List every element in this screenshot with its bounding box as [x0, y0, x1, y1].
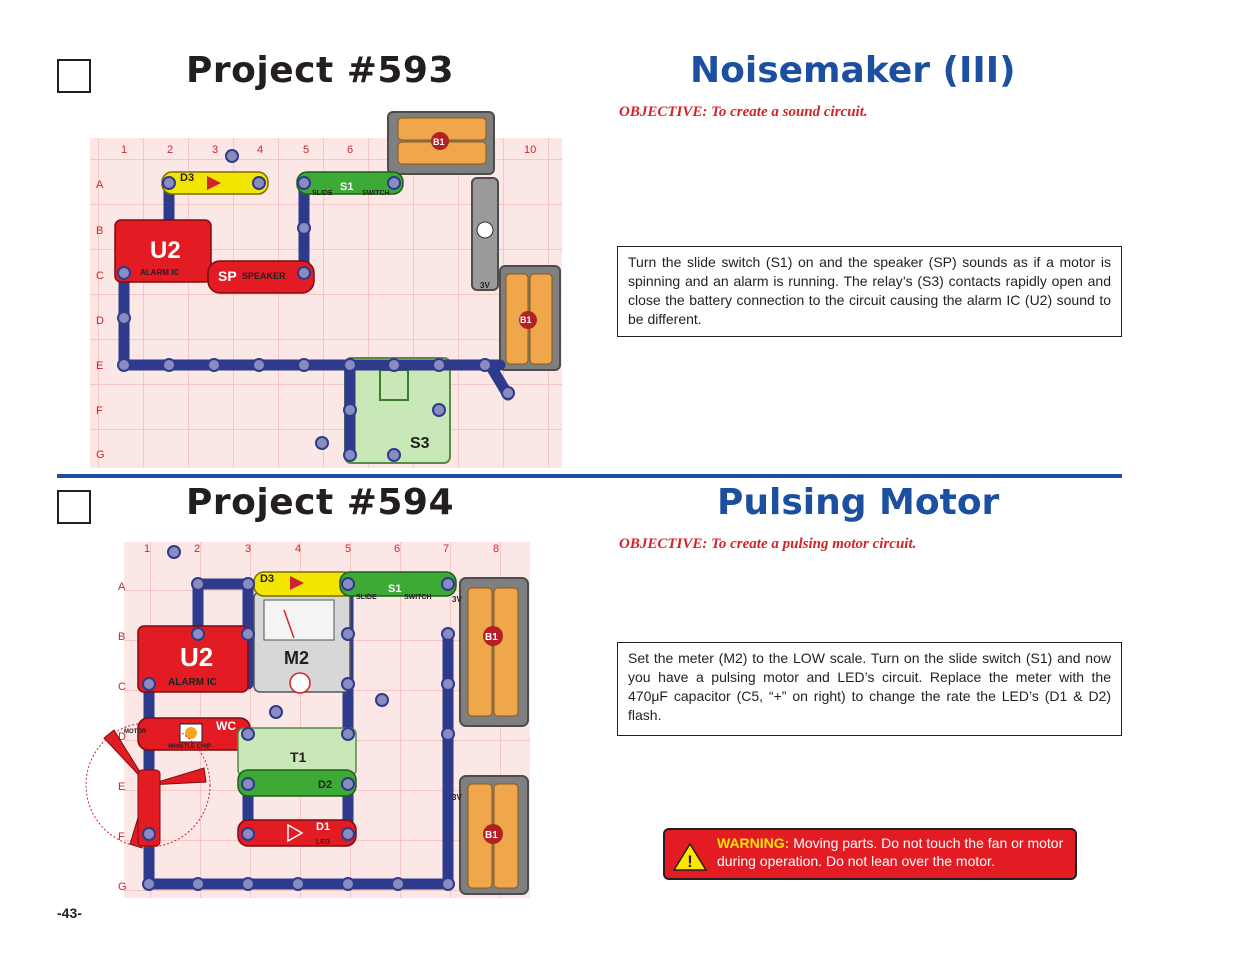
v3-lower-label: 3V — [452, 793, 462, 802]
slide-switch-s1 — [339, 571, 457, 597]
row-label: G — [96, 449, 105, 461]
project-593-objective: OBJECTIVE: To create a sound circuit. — [619, 104, 868, 120]
b1-top-label: B1 — [433, 137, 445, 147]
speaker-sp — [207, 260, 315, 294]
row-label: D — [96, 315, 104, 327]
led-d1 — [237, 819, 357, 847]
section-divider — [57, 474, 1122, 478]
row-label: B — [118, 631, 125, 643]
project-594-name: Pulsing Motor — [717, 482, 1000, 523]
speaker-label: SPEAKER — [242, 271, 286, 281]
d1-label: D1 — [316, 821, 330, 833]
motor-fan-outline — [85, 722, 211, 848]
row-label: A — [96, 179, 104, 191]
row-label: C — [96, 270, 104, 282]
col-label: 5 — [303, 144, 309, 156]
row-label: F — [118, 831, 125, 843]
project-593-circuit-diagram: 1 2 3 4 5 6 7 8 9 10 A B C D E F G — [90, 111, 562, 468]
col-label: 2 — [194, 543, 200, 555]
project-594-objective: OBJECTIVE: To create a pulsing motor cir… — [619, 536, 917, 552]
v3-label: 3V — [480, 281, 490, 290]
t1-label: T1 — [290, 749, 307, 765]
v3-upper-label: 3V — [452, 595, 462, 604]
warning-box: ! WARNING: Moving parts. Do not touch th… — [663, 828, 1077, 880]
led-d2 — [237, 769, 357, 797]
switch-label: SWITCH — [362, 190, 390, 197]
col-label: 10 — [524, 144, 536, 156]
d3-label: D3 — [260, 573, 274, 585]
s3-label: S3 — [410, 435, 430, 452]
warning-triangle-icon: ! — [673, 842, 707, 871]
row-label: E — [96, 360, 103, 372]
col-label: 1 — [144, 543, 150, 555]
b1-lower-label: B1 — [485, 830, 498, 841]
project-594-circuit-diagram: 1 2 3 4 5 6 7 8 A B C D E F G — [85, 542, 530, 898]
slide-label: SLIDE — [312, 190, 333, 197]
col-label: 6 — [347, 144, 353, 156]
row-label: G — [118, 881, 127, 893]
row-label: A — [118, 581, 126, 593]
u2-label: U2 — [180, 642, 213, 672]
alarm-ic-u2 — [137, 625, 249, 693]
project-593-title: Project #593 — [186, 50, 455, 91]
project-593-description: Turn the slide switch (S1) on and the sp… — [617, 246, 1122, 337]
wc-label: WC — [216, 719, 236, 733]
motor-body — [137, 769, 161, 847]
warning-symbol: ! — [687, 852, 693, 871]
col-label: 1 — [121, 144, 127, 156]
row-label: E — [118, 781, 125, 793]
d3-label: D3 — [180, 172, 194, 184]
s1-label: S1 — [388, 583, 401, 595]
col-label: 3 — [212, 144, 218, 156]
col-label: 5 — [345, 543, 351, 555]
project-593-checkbox[interactable] — [57, 59, 91, 93]
alarm-ic-u2 — [114, 219, 212, 283]
s1-label: S1 — [340, 181, 353, 193]
led-label: LED — [316, 839, 330, 846]
u2-label: U2 — [150, 237, 181, 264]
whistle-chip-label: WHISTLE CHIP — [168, 744, 211, 750]
row-label: F — [96, 405, 103, 417]
warning-label: WARNING: — [717, 835, 790, 851]
switch-label: SWITCH — [404, 594, 432, 601]
col-label: 7 — [443, 543, 449, 555]
row-label: D — [118, 731, 126, 743]
col-label: 6 — [394, 543, 400, 555]
b1-right-label: B1 — [520, 315, 532, 325]
col-label: 4 — [295, 543, 301, 555]
alarm-ic-label: ALARM IC — [140, 268, 179, 277]
warning-text: Moving parts. Do not touch the fan or mo… — [717, 835, 1064, 869]
col-label: 3 — [245, 543, 251, 555]
project-594-description: Set the meter (M2) to the LOW scale. Tur… — [617, 642, 1122, 736]
b1-upper-label: B1 — [485, 632, 498, 643]
project-593-name: Noisemaker (III) — [690, 50, 1016, 91]
project-594-checkbox[interactable] — [57, 490, 91, 524]
col-label: 4 — [257, 144, 263, 156]
page-number: -43- — [57, 905, 82, 921]
col-label: 2 — [167, 144, 173, 156]
motor-label: MOTOR — [124, 729, 147, 735]
row-label: C — [118, 681, 126, 693]
row-label: B — [96, 225, 103, 237]
col-label: 8 — [493, 543, 499, 555]
d2-label: D2 — [318, 779, 332, 791]
sp-label: SP — [218, 268, 237, 284]
m2-label: M2 — [284, 648, 309, 668]
alarm-ic-label: ALARM IC — [168, 677, 217, 688]
project-594-title: Project #594 — [186, 482, 455, 523]
slide-label: SLIDE — [356, 594, 377, 601]
